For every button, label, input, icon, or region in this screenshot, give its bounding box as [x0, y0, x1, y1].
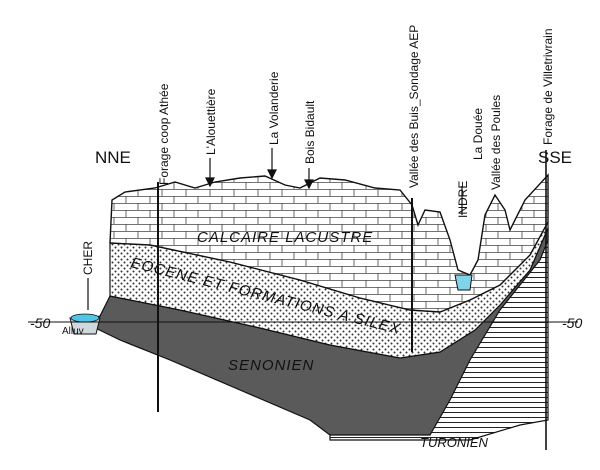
location-douee: La Douée: [471, 108, 485, 160]
cher-water: [70, 313, 100, 323]
indre-water: [454, 274, 473, 291]
label-senonien: SENONIEN: [228, 357, 314, 374]
label-alluvium: Alluv: [62, 326, 84, 337]
location-athee: Forage coop Athée: [157, 83, 171, 185]
location-volanderie: La Volanderie: [267, 71, 281, 145]
location-bois-bidault: Bois Bidault: [303, 100, 317, 164]
orientation-left: NNE: [95, 148, 131, 167]
label-indre: INDRE: [456, 181, 470, 218]
location-villetrivrain: Forage de Villetrivrain: [541, 28, 555, 145]
location-buis: Vallée des Buis_Sondage AEP: [407, 25, 421, 188]
label-turonien: TURONIEN: [420, 435, 489, 450]
orientation-right: SSE: [538, 148, 572, 167]
label-cher: CHER: [81, 241, 95, 275]
label-calcaire: CALCAIRE LACUSTRE: [197, 229, 373, 246]
location-alouettiere: L'Alouettière: [204, 88, 218, 155]
depth-left: -50: [30, 315, 50, 331]
location-arrows: [87, 148, 463, 310]
location-poules: Vallée des Poules: [489, 95, 503, 190]
depth-right: -50: [562, 315, 582, 331]
calcaire-layer: [109, 173, 549, 313]
